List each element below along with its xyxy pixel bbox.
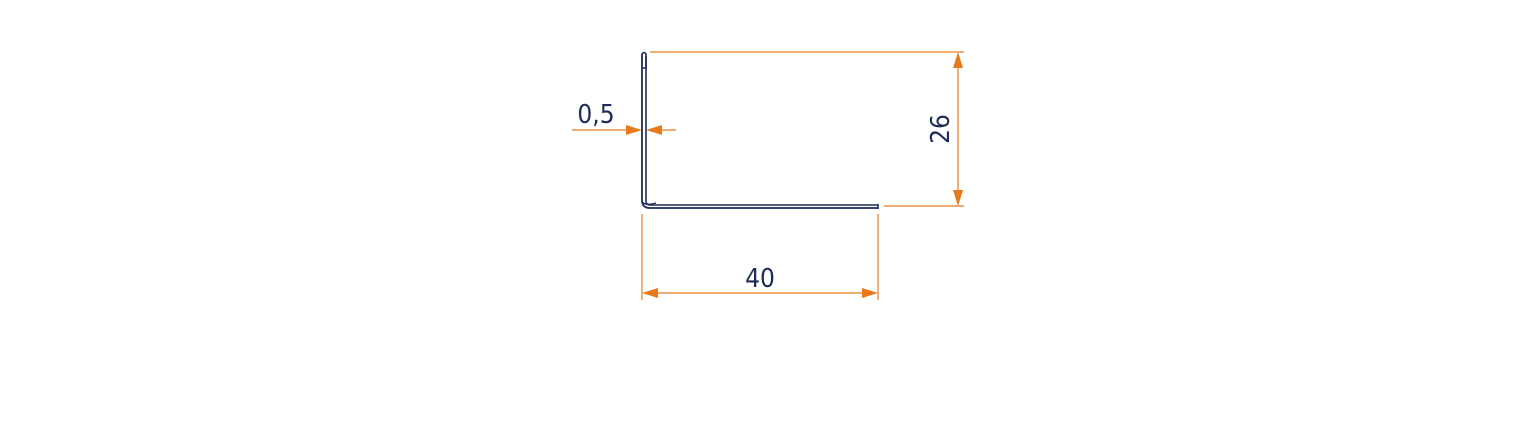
width-arrow-right xyxy=(862,288,878,298)
height-arrow-top xyxy=(953,52,963,68)
profile-bend-nub xyxy=(641,201,657,205)
thickness-label: 0,5 xyxy=(577,100,614,130)
profile-top-hem xyxy=(641,51,647,69)
width-arrow-left xyxy=(642,288,658,298)
width-label: 40 xyxy=(745,264,775,294)
height-arrow-bottom xyxy=(953,190,963,206)
dimension-lines xyxy=(572,51,964,300)
dimension-arrows xyxy=(626,52,963,298)
thickness-arrow-right xyxy=(646,125,662,135)
profile-outer-edge xyxy=(641,54,878,209)
angle-profile xyxy=(641,51,879,209)
height-label: 26 xyxy=(926,114,956,144)
thickness-arrow-left xyxy=(626,125,642,135)
profile-inner-edge xyxy=(645,56,878,206)
